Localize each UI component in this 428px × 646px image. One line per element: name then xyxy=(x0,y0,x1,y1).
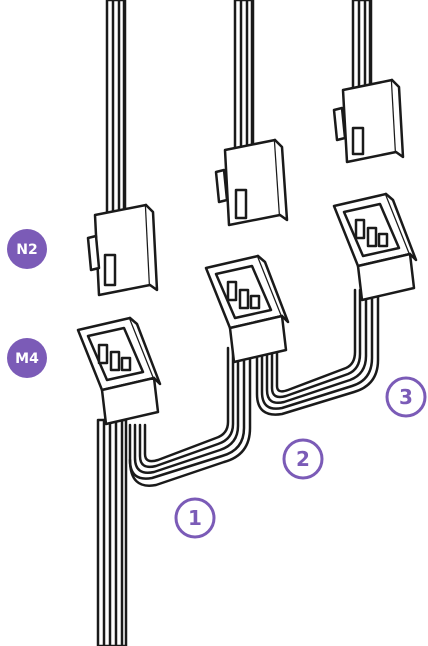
splitter-trunk-cable xyxy=(96,418,128,646)
splitter-connector-3 xyxy=(332,192,418,302)
fan-cable-3 xyxy=(351,0,373,92)
fan-connector-2 xyxy=(214,138,289,227)
fan-connector-3 xyxy=(332,78,405,164)
callout-2: 2 xyxy=(282,438,324,480)
fan-connector-1 xyxy=(86,203,159,297)
callout-3-label: 3 xyxy=(399,385,413,409)
badge-n2: N2 xyxy=(7,229,47,269)
callout-3: 3 xyxy=(385,376,427,418)
badge-m4: M4 xyxy=(7,338,47,378)
badge-n2-label: N2 xyxy=(16,242,37,258)
callout-2-label: 2 xyxy=(296,447,310,471)
splitter-main-connector xyxy=(76,316,162,426)
callout-1-label: 1 xyxy=(188,506,202,530)
splitter-branch-1 xyxy=(128,346,252,487)
splitter-branch-2 xyxy=(255,288,380,416)
callout-1: 1 xyxy=(174,497,216,539)
splitter-connector-2 xyxy=(204,254,290,364)
fan-cable-1 xyxy=(105,0,127,217)
badge-m4-label: M4 xyxy=(15,351,39,367)
fan-cable-2 xyxy=(233,0,255,152)
